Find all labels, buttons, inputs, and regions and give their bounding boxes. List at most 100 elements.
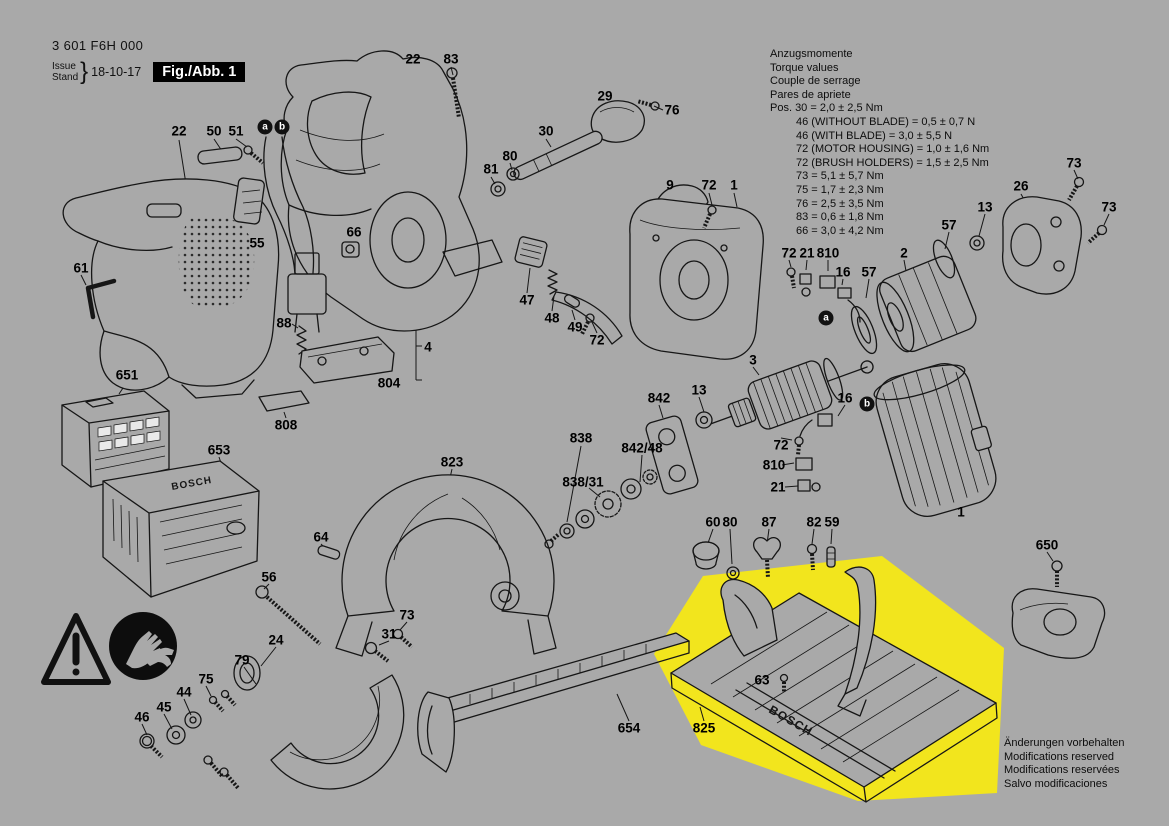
- torque-value-line: 72 (MOTOR HOUSING) = 1,0 ± 1,6 Nm: [796, 143, 990, 156]
- battery-pack-drawing: [61, 390, 170, 488]
- part-label-80: 80: [722, 514, 738, 530]
- connector-ref-a: a: [257, 119, 273, 135]
- motor-housing-drawing: [876, 255, 977, 353]
- screw-83-drawing: [446, 67, 461, 119]
- part-label-21: 21: [770, 479, 786, 495]
- part-label-654: 654: [617, 720, 641, 736]
- screw-56-drawing: [255, 585, 322, 646]
- pad-808-drawing: [258, 390, 310, 412]
- footer-note-line: Modifications reserved: [1004, 750, 1115, 763]
- part-label-56: 56: [261, 569, 277, 585]
- screw-76-drawing: [636, 99, 660, 111]
- charger-drawing: BOSCH: [102, 460, 260, 598]
- part-label-2: 2: [900, 245, 908, 261]
- part-label-808: 808: [274, 417, 298, 433]
- housing-upper-drawing: [280, 50, 503, 332]
- part-label-73: 73: [399, 607, 415, 623]
- part-label-76: 76: [664, 102, 680, 118]
- part-label-82: 82: [806, 514, 822, 530]
- part-label-57: 57: [861, 264, 877, 280]
- stand-label: Stand: [52, 72, 79, 83]
- part-label-87: 87: [761, 514, 777, 530]
- part-label-16: 16: [835, 264, 851, 280]
- part-label-804: 804: [377, 375, 401, 391]
- part-label-59: 59: [824, 514, 840, 530]
- part-label-64: 64: [313, 529, 329, 545]
- footer-note-line: Modifications reservées: [1004, 764, 1120, 776]
- part-label-60: 60: [705, 514, 721, 530]
- part-label-48: 48: [544, 310, 560, 326]
- document-number: 3 601 F6H 000: [52, 38, 144, 53]
- pin-64-drawing: [317, 545, 341, 560]
- part-label-46: 46: [134, 709, 150, 725]
- part-label-838: 838: [569, 430, 593, 446]
- brush-set-b-drawing: [794, 413, 833, 492]
- washers-80-81-drawing: [490, 167, 520, 197]
- part-label-88: 88: [276, 315, 292, 331]
- torque-value-line: 72 (BRUSH HOLDERS) = 1,5 ± 2,5 Nm: [796, 156, 989, 169]
- torque-value-line: 76 = 2,5 ± 3,5 Nm: [796, 197, 884, 210]
- torque-title-line: Anzugsmomente: [770, 48, 853, 60]
- part-label-26: 26: [1013, 178, 1029, 194]
- part-label-21: 21: [799, 245, 815, 261]
- part-label-13: 13: [977, 199, 993, 215]
- ring-24-drawing: [233, 655, 261, 691]
- warning-triangle-icon: [41, 613, 111, 685]
- part-label-9: 9: [666, 177, 674, 193]
- part-label-24: 24: [268, 632, 284, 648]
- end-cap-drawing: [1001, 196, 1082, 295]
- rear-housing-drawing: [873, 363, 997, 517]
- torque-value-line: 46 (WITH BLADE) = 3,0 ± 5,5 N: [796, 129, 953, 142]
- part-label-825: 825: [692, 720, 716, 736]
- torque-title-line: Pares de apriete: [770, 88, 851, 101]
- part-label-49: 49: [567, 319, 583, 335]
- header-block: 3 601 F6H 000 Issue Stand } 18-10-17 Fig…: [52, 38, 246, 86]
- figure-label: Fig./Abb. 1: [153, 62, 246, 82]
- part-label-72: 72: [773, 437, 789, 453]
- part-label-47: 47: [519, 292, 535, 308]
- screw-72-top-drawing: [702, 205, 717, 229]
- lower-guard-drawing: [270, 674, 405, 790]
- base-plate-drawing: BOSCH: [670, 566, 998, 803]
- gloves-icon: [109, 612, 177, 680]
- torque-title-line: Couple de serrage: [770, 75, 861, 88]
- part-label-1: 1: [957, 504, 965, 520]
- issue-label: Issue: [52, 61, 76, 72]
- torque-value-line: 73 = 5,1 ± 5,7 Nm: [796, 170, 884, 183]
- gear-train-drawing: [544, 411, 713, 549]
- armature-drawing: [710, 357, 874, 430]
- part-label-22: 22: [171, 123, 187, 139]
- connector-ref-b: b: [859, 396, 875, 412]
- part-label-57: 57: [941, 217, 957, 233]
- washer-13-top-drawing: [969, 235, 985, 251]
- part-label-651: 651: [115, 367, 139, 383]
- screw-82-pin-59-drawing: [806, 543, 836, 571]
- part-label-29: 29: [597, 88, 613, 104]
- torque-value-line: 46 (WITHOUT BLADE) = 0,5 ± 0,7 N: [796, 115, 976, 128]
- part-label-63: 63: [754, 672, 770, 688]
- part-label-66: 66: [346, 224, 362, 240]
- field-housing-drawing: [629, 184, 764, 360]
- part-label-838-31: 838/31: [562, 474, 604, 490]
- part-label-72: 72: [701, 177, 717, 193]
- housing-left-drawing: [62, 178, 280, 399]
- part-label-44: 44: [176, 684, 192, 700]
- electronics-module-drawing: [299, 336, 395, 384]
- upper-guard-drawing: [335, 474, 557, 657]
- part-label-810: 810: [816, 245, 840, 261]
- part-label-80: 80: [502, 148, 518, 164]
- knob-60-drawing: [692, 541, 740, 580]
- rip-fence-drawing: [417, 632, 690, 773]
- brace-glyph: }: [80, 58, 89, 85]
- hex-key-drawing: [85, 278, 117, 320]
- screws-73-right-drawing: [1067, 176, 1108, 245]
- part-label-75: 75: [198, 671, 214, 687]
- dust-adapter-drawing: [1011, 560, 1106, 659]
- spring-88-drawing: [296, 325, 307, 355]
- part-label-4: 4: [424, 339, 432, 355]
- part-label-61: 61: [73, 260, 89, 276]
- footer-note-line: Salvo modificaciones: [1004, 777, 1108, 790]
- part-label-73: 73: [1101, 199, 1117, 215]
- torque-title-line: Torque values: [770, 61, 839, 74]
- part-label-79: 79: [234, 652, 250, 668]
